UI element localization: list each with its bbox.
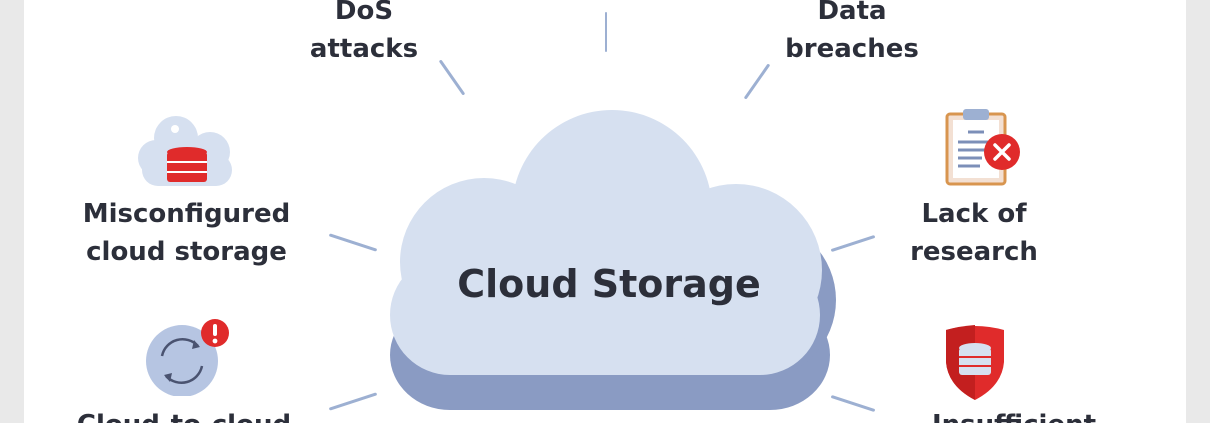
risk-label-dos: DoS attacks [309,0,419,64]
risk-label-cloud-to-cloud: Cloud-to-cloud [54,406,314,423]
cloud-top [390,110,822,375]
risk-label-lack-of-research: Lack of research [910,199,1038,267]
cloud-shape [390,110,836,410]
diagram-canvas: Cloud Storage DoS attacks Data breaches … [24,0,1186,423]
connector-line [605,12,607,52]
clipboard-error-icon [945,109,1020,186]
shield-database-icon [946,325,1004,400]
sync-alert-icon [146,319,229,396]
cloud-storage-title: Cloud Storage [457,262,761,306]
risk-label-insufficient: Insufficient [884,406,1144,423]
risk-label-misconfigured: Misconfigured cloud storage [82,199,291,267]
risk-label-data-breaches: Data breaches [785,0,919,64]
cloud-database-icon [138,116,232,186]
